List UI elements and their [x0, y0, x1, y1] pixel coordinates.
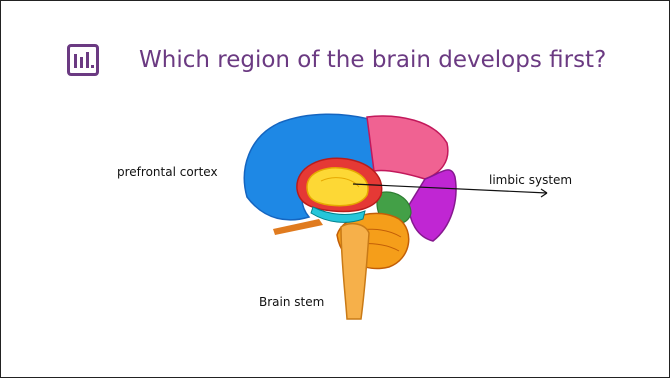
brain-stem-shape: [341, 224, 369, 319]
label-prefrontal-cortex: prefrontal cortex: [117, 165, 218, 179]
parietal-lobe: [367, 116, 448, 179]
poll-icon-bar: [74, 54, 77, 68]
poll-icon-dot: [91, 65, 94, 68]
poll-icon[interactable]: [67, 44, 99, 76]
occipital-lobe: [409, 170, 456, 241]
olfactory-tract: [273, 219, 323, 235]
poll-icon-bar: [80, 57, 83, 68]
poll-icon-bar: [86, 52, 89, 68]
brain-illustration: [229, 109, 559, 321]
slide-title: Which region of the brain develops first…: [139, 47, 606, 73]
